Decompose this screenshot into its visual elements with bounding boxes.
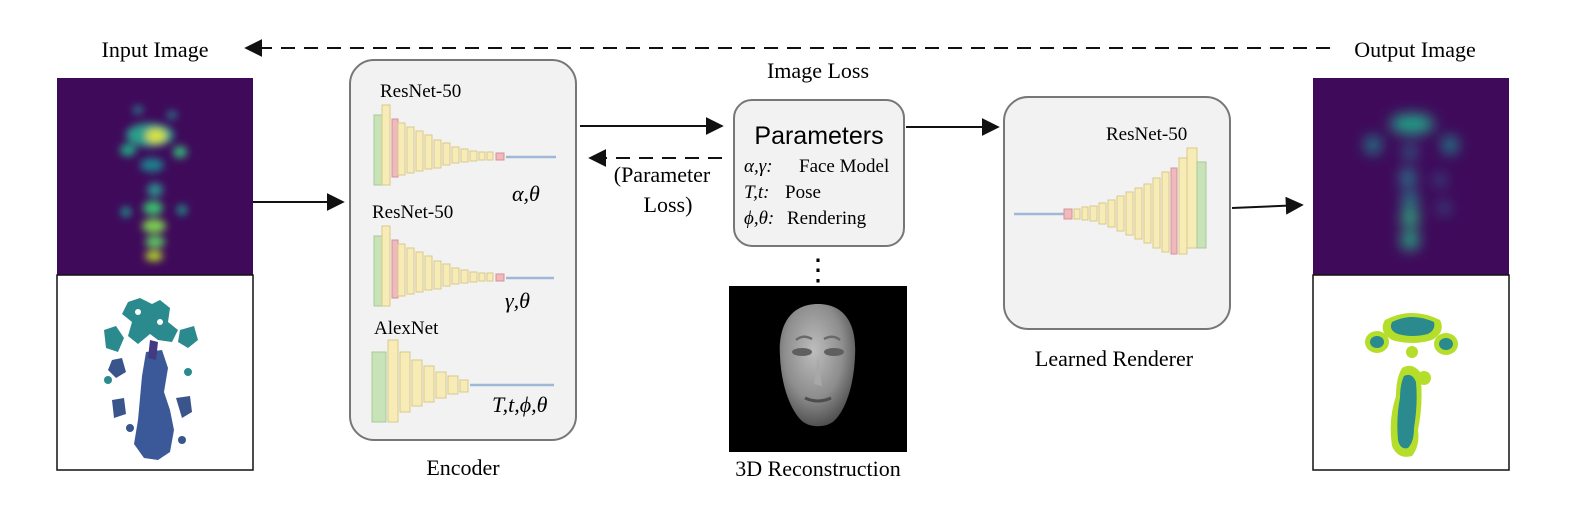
parameters-row-3-desc: Rendering <box>787 208 867 229</box>
parameters-row-1-symbol: α,γ: <box>744 156 773 177</box>
input-image <box>56 78 254 471</box>
encoder-net-1-output: α,θ <box>512 181 540 206</box>
image-loss-label: Image Loss <box>767 58 869 83</box>
encoder-net-2-diagram <box>373 225 554 307</box>
parameters-box: Parameters α,γ: Face Model T,t: Pose ϕ,θ… <box>733 99 905 247</box>
parameters-row-2-desc: Pose <box>785 182 821 203</box>
encoder-net-1-diagram <box>373 104 556 186</box>
encoder-net-3-output: T,t,ϕ,θ <box>492 392 548 417</box>
parameters-to-reconstruction-ellipsis: ⋮ <box>803 254 833 287</box>
encoder-label: Encoder <box>426 455 500 480</box>
output-heatmap-blobs <box>1365 114 1458 250</box>
output-segmentation-blobs <box>1365 313 1458 457</box>
encoder-box: ResNet-50 α,θ ResNet-50 <box>349 59 577 441</box>
renderer-box: ResNet-50 <box>1003 96 1231 330</box>
input-segmentation-blobs <box>104 298 198 460</box>
face-mesh <box>779 304 856 427</box>
renderer-label: Learned Renderer <box>1035 346 1194 371</box>
renderer-net-diagram <box>1014 147 1207 255</box>
parameters-row-2-symbol: T,t: <box>744 182 770 203</box>
parameter-loss-label-line2: Loss) <box>644 192 693 217</box>
parameters-row-3-symbol: ϕ,θ: <box>744 208 774 229</box>
reconstruction-label: 3D Reconstruction <box>735 456 901 481</box>
encoder-net-3-diagram <box>371 339 554 423</box>
renderer-net-name: ResNet-50 <box>1106 124 1187 145</box>
output-image <box>1312 78 1510 471</box>
input-heatmap-blobs <box>120 106 187 261</box>
output-image-label: Output Image <box>1354 37 1476 62</box>
parameters-row-1-desc: Face Model <box>799 156 889 177</box>
input-image-label: Input Image <box>102 37 209 62</box>
parameters-title: Parameters <box>754 122 883 150</box>
reconstruction-image <box>729 286 907 452</box>
encoder-net-2-output: γ,θ <box>505 288 530 313</box>
parameter-loss-label-line1: (Parameter <box>614 162 711 187</box>
encoder-net-3-name: AlexNet <box>374 318 439 339</box>
renderer-to-output-arrow <box>1231 196 1304 215</box>
encoder-net-1-name: ResNet-50 <box>380 81 461 102</box>
encoder-net-2-name: ResNet-50 <box>372 202 453 223</box>
